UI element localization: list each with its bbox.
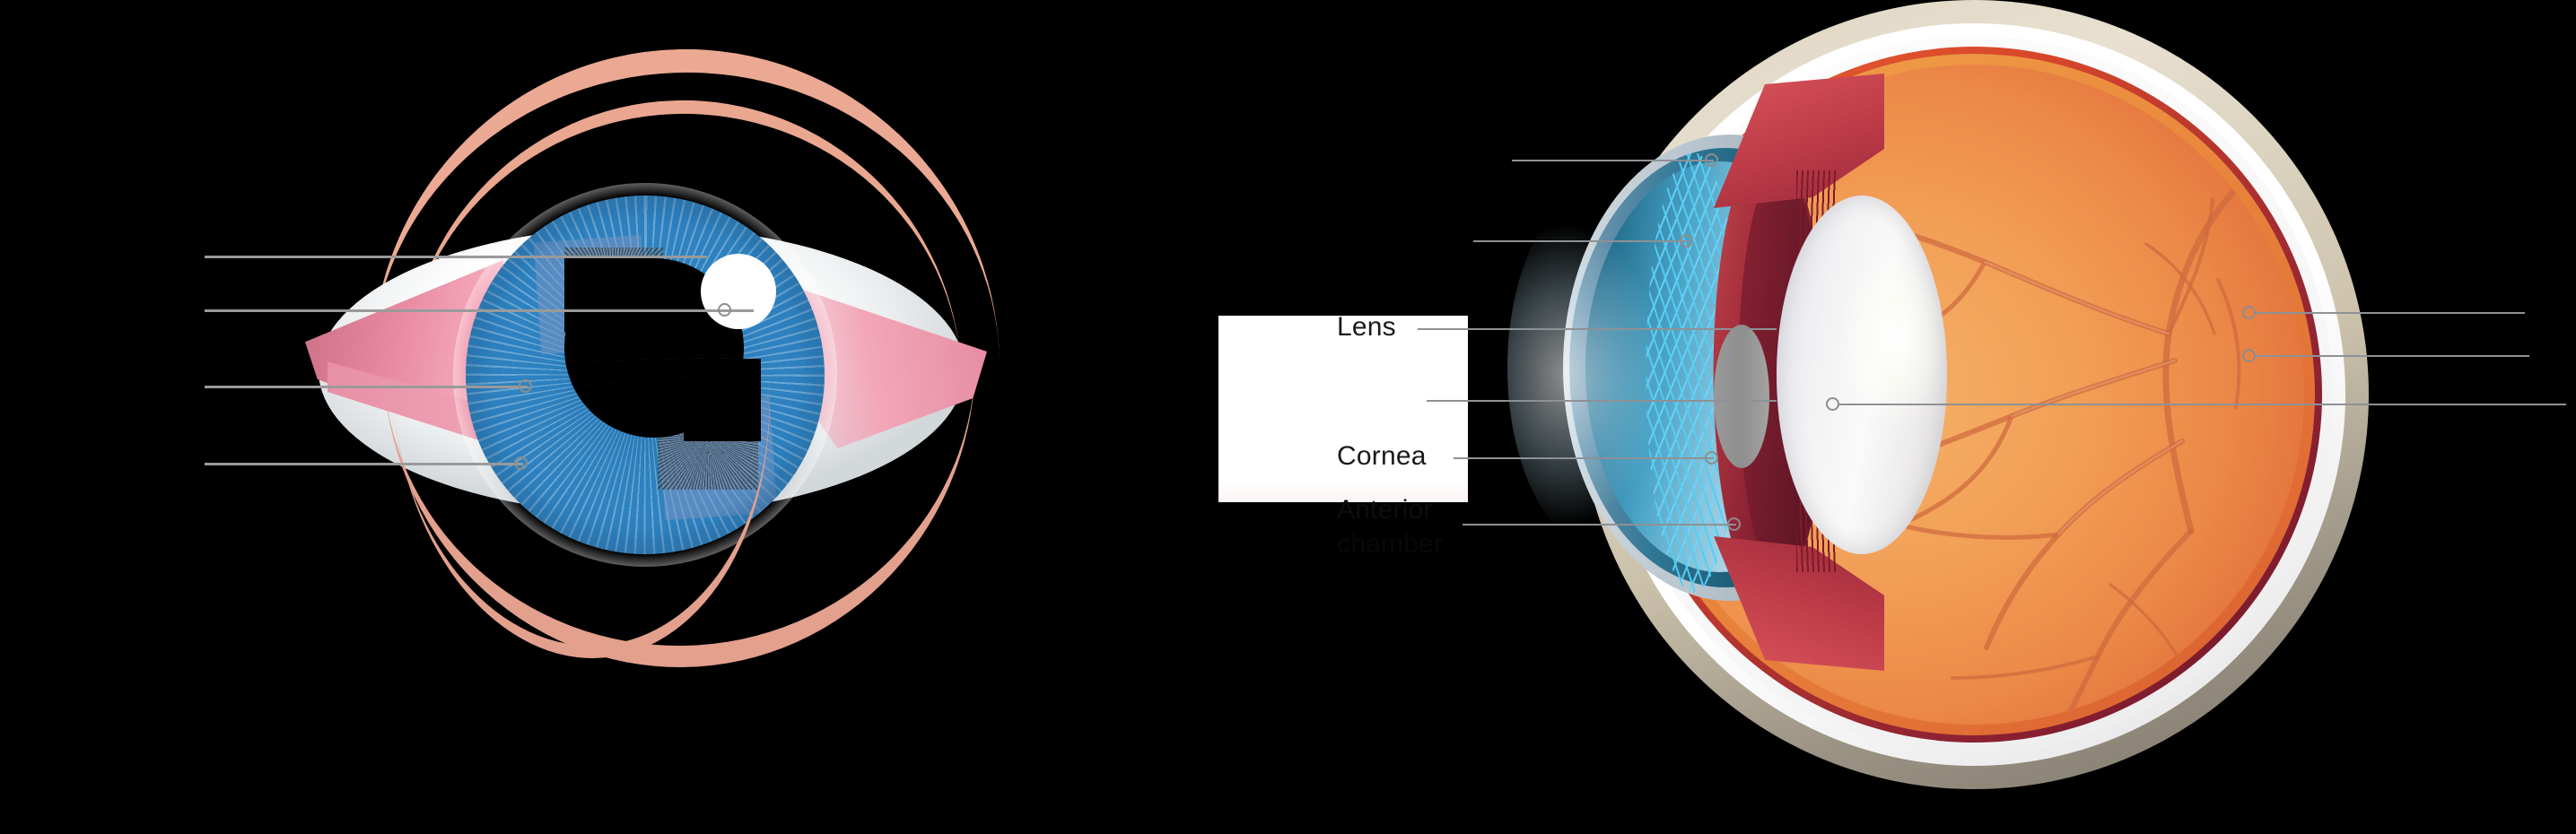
callout-line-cornea xyxy=(1454,457,1714,459)
callout-dot-pupil xyxy=(718,303,731,317)
callout-dot-iris xyxy=(1680,234,1693,248)
callout-dot-macula xyxy=(2242,349,2256,362)
callout-dot-optic-nerve xyxy=(2242,306,2256,319)
retinal-vessels xyxy=(1644,65,2304,725)
callout-dot-ciliary-body xyxy=(1705,153,1718,167)
callout-line-sclera xyxy=(205,386,528,388)
label-cornea: Cornea xyxy=(1337,441,1427,471)
pupil-notch-lower xyxy=(684,359,761,441)
callout-line-zonules xyxy=(1427,400,1777,402)
corneal-light-reflex xyxy=(701,254,776,329)
callout-line-ciliary-body xyxy=(1512,160,1714,161)
callout-line-optic-nerve xyxy=(2256,312,2525,314)
callout-dot-cornea xyxy=(1705,451,1718,465)
callout-line-lens xyxy=(1418,328,1777,330)
callout-dot-sclera xyxy=(519,379,532,393)
callout-line-anterior-chamber xyxy=(1463,524,1736,526)
callout-line-macula xyxy=(2256,355,2529,357)
label-anterior-chamber-line1: Anterior xyxy=(1337,495,1433,525)
label-panel xyxy=(1218,316,1468,502)
callout-line-vitreous xyxy=(1839,404,2566,405)
frontal-eye-illustration xyxy=(135,0,1193,834)
callout-dot-lower-eyelid xyxy=(514,456,528,470)
label-anterior-chamber-line2: chamber xyxy=(1337,529,1444,559)
callout-line-pupil xyxy=(205,309,754,312)
eye-cross-section-illustration xyxy=(1328,0,2576,834)
pupil-aperture xyxy=(1714,325,1769,468)
callout-dot-vitreous xyxy=(1826,397,1839,411)
crystalline-lens xyxy=(1777,195,1947,554)
callout-line-upper-eyelid xyxy=(205,256,707,258)
callout-line-iris xyxy=(1473,240,1689,242)
callout-line-lower-eyelid xyxy=(205,463,523,465)
callout-dot-anterior-chamber xyxy=(1727,517,1741,531)
pupil-notch-upper xyxy=(564,258,651,332)
label-lens: Lens xyxy=(1337,312,1396,342)
